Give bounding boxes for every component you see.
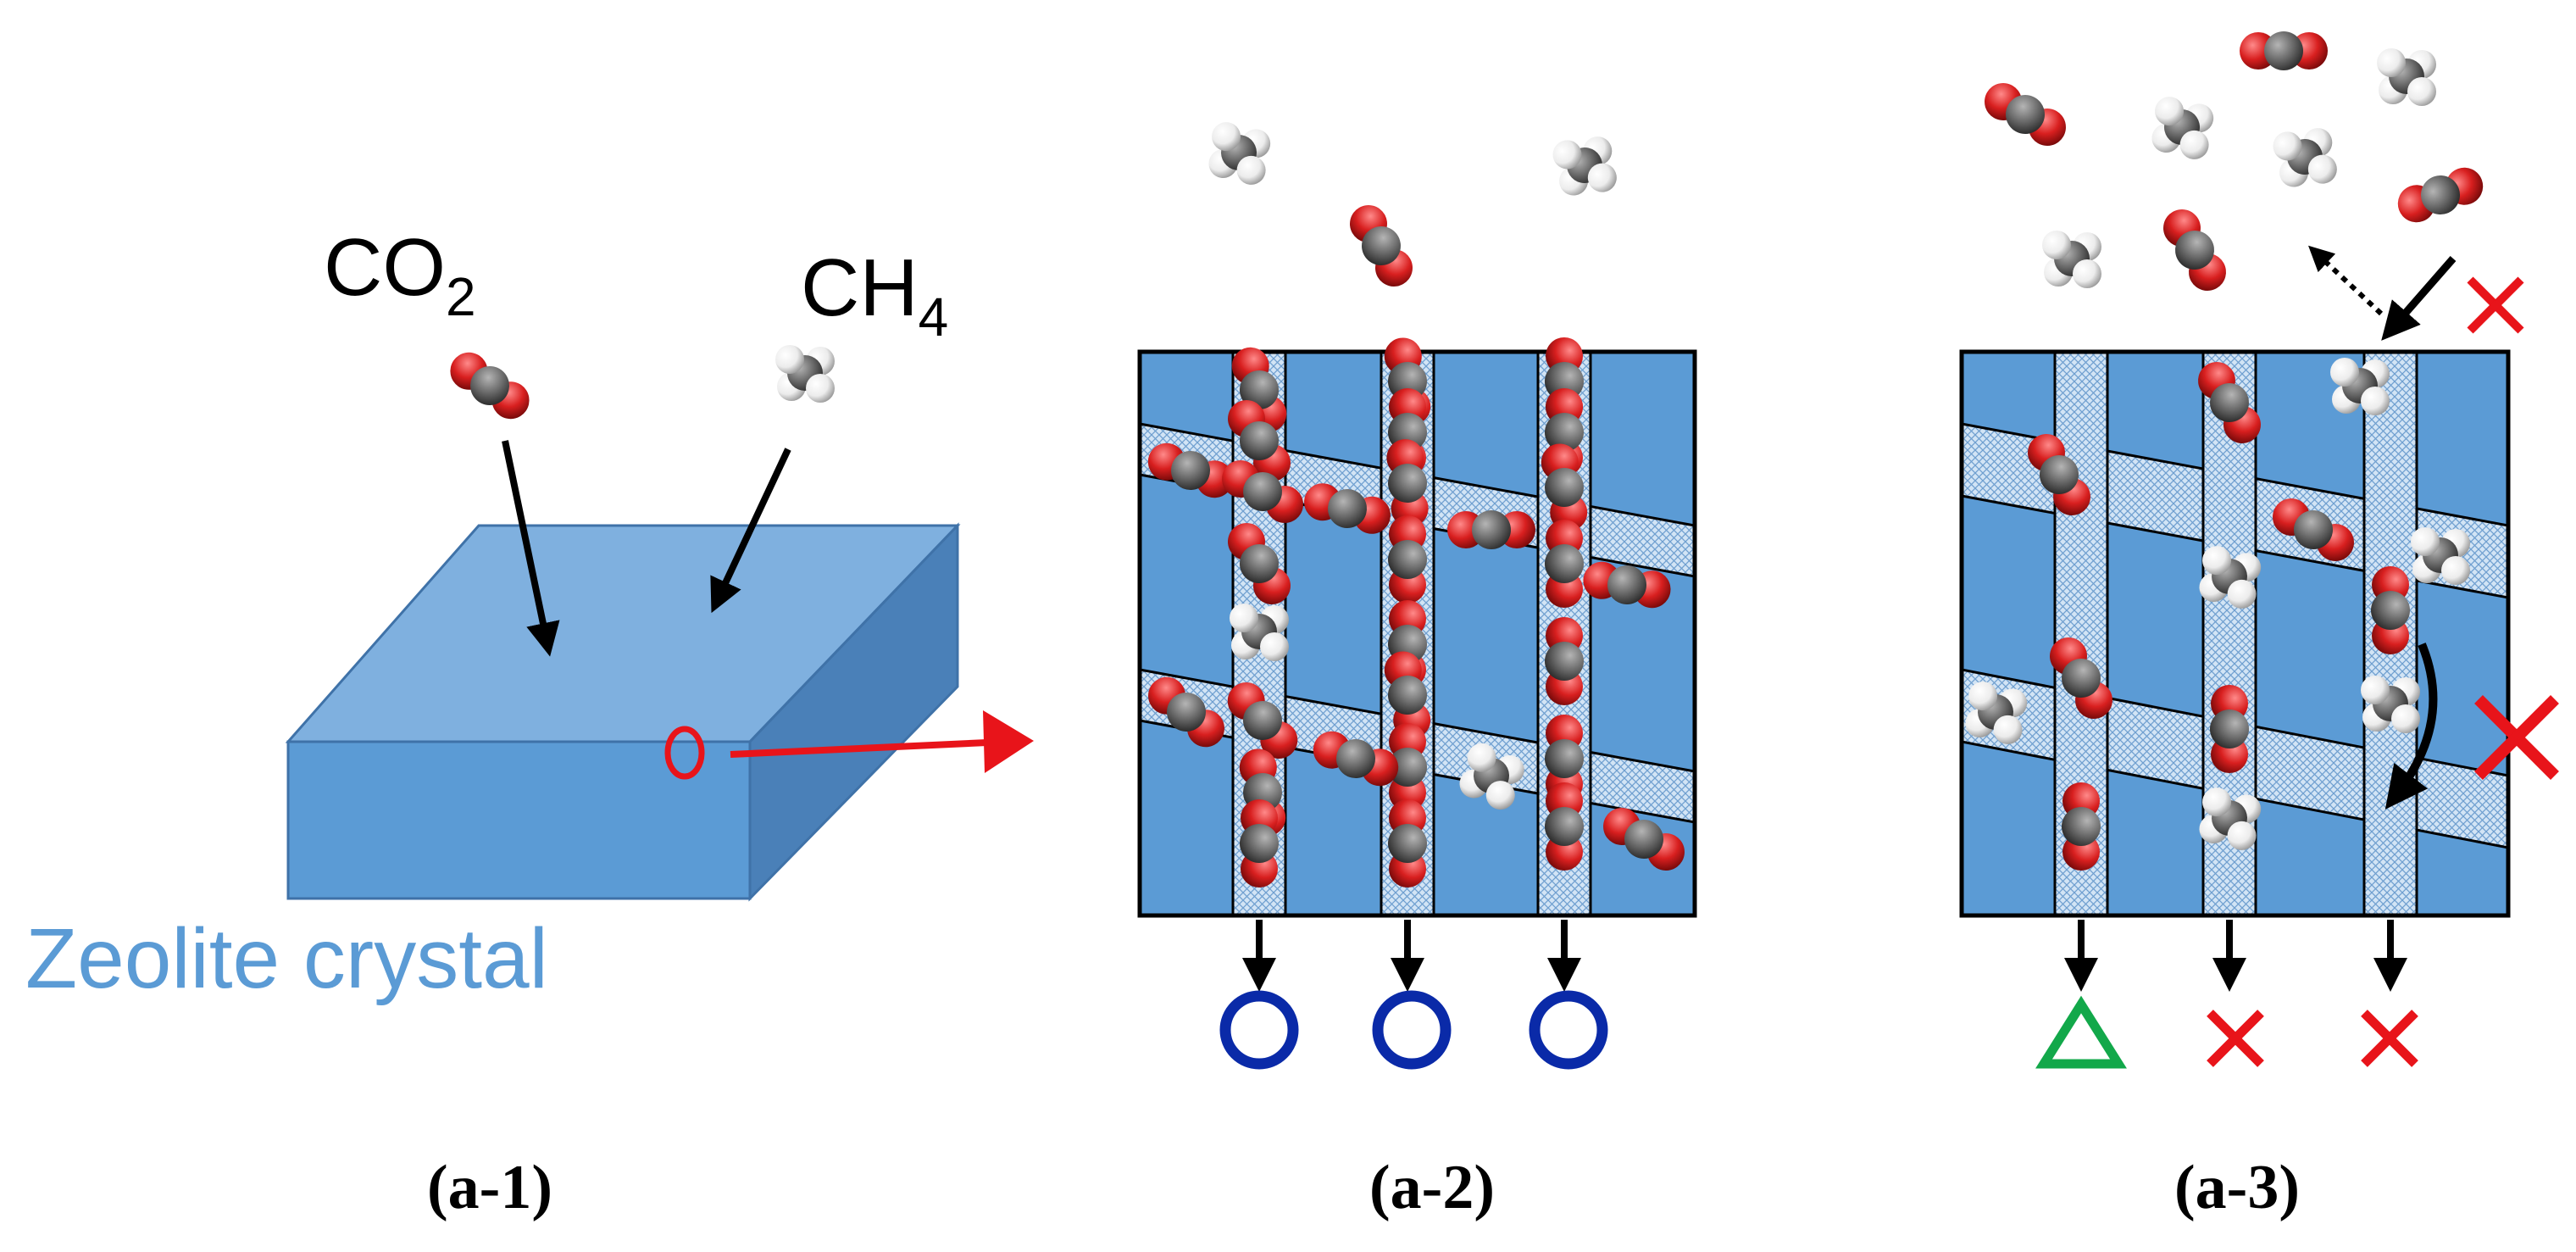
desorb-arrow-dotted: [2308, 245, 2384, 316]
gas-phase-molecules-a3: [1977, 31, 2489, 298]
co2-molecule-icon: [1447, 510, 1535, 549]
co2-molecule-icon: [1545, 617, 1584, 705]
caption-a2: (a-2): [1369, 1153, 1495, 1222]
pass-circle-icon: [1529, 990, 1608, 1070]
co2-molecule-icon: [2392, 161, 2489, 229]
ch4-molecule-icon: [1550, 132, 1619, 200]
panel-a3: [1959, 31, 2559, 1069]
ch4-molecule-icon: [2147, 94, 2217, 162]
ch4-arrow: [710, 448, 791, 614]
ch4-molecule-icon: [775, 345, 835, 403]
blocked-cross-icon: [2474, 695, 2559, 780]
blocked-cross-icon: [2207, 1010, 2264, 1067]
blocked-diffusion-arrow: [2384, 643, 2438, 810]
gas-phase-molecules-a2: [1204, 120, 1619, 294]
blocked-cross-icon: [2467, 276, 2524, 334]
pass-circle-icon: [1219, 990, 1299, 1070]
ch4-molecule-icon: [2042, 231, 2101, 288]
co2-molecule-icon: [2210, 685, 2249, 773]
caption-a1: (a-1): [427, 1153, 552, 1222]
zeolite-lattice-a3: [1959, 349, 2511, 918]
zeolite-crystal-label: Zeolite crystal: [25, 911, 548, 1006]
pore-marker: [664, 726, 705, 780]
co2-arrow: [502, 440, 560, 657]
zoom-arrow: [730, 710, 1034, 773]
co2-molecule-icon: [1388, 515, 1427, 604]
co2-molecule-icon: [1388, 799, 1427, 888]
co2-molecule-icon: [2156, 202, 2234, 298]
pass-circle-icon: [1372, 990, 1452, 1070]
ch4-molecule-icon: [1204, 120, 1274, 187]
partial-triangle-icon: [2035, 995, 2127, 1069]
ch4-label: CH4: [801, 242, 948, 348]
co2-molecule-icon: [2240, 31, 2328, 70]
panel-a2: [1137, 334, 1697, 1070]
zeolite-crystal-block: [285, 522, 961, 902]
exit-arrows-a2: [1242, 920, 1581, 992]
ch4-molecule-icon: [2270, 124, 2340, 192]
blocked-cross-icon: [2361, 1010, 2418, 1067]
co2-molecule-icon: [2062, 782, 2101, 871]
co2-molecule-icon: [1545, 520, 1584, 608]
co2-label: CO2: [324, 222, 476, 327]
caption-a3: (a-3): [2174, 1153, 2300, 1222]
entry-arrow-blocked: [2381, 256, 2457, 341]
exit-arrows-a3: [2064, 920, 2407, 992]
co2-molecule-icon: [442, 344, 537, 427]
ch4-molecule-icon: [2377, 48, 2436, 106]
co2-molecule-icon: [1240, 799, 1279, 888]
co2-molecule-icon: [1342, 198, 1420, 294]
co2-molecule-icon: [2371, 566, 2410, 654]
panel-a1: CO2 CH4 Zeolite crystal: [25, 222, 1034, 1006]
co2-molecule-icon: [1545, 782, 1584, 871]
co2-molecule-icon: [1977, 75, 2074, 153]
